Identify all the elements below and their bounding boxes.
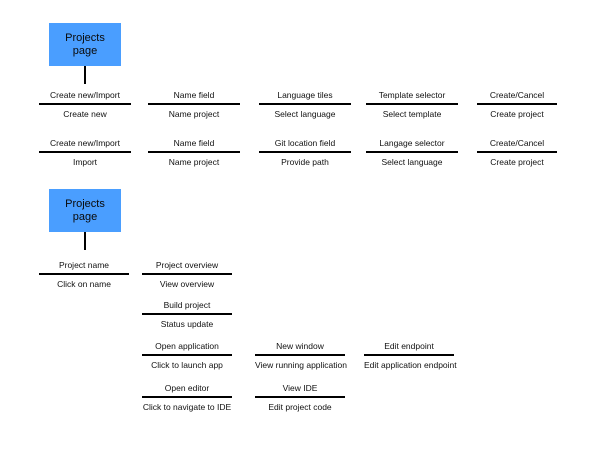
flow-step: Create/Cancel Create project — [477, 88, 557, 120]
flow-step: Name field Name project — [148, 136, 240, 168]
step-action-label: Create project — [490, 108, 544, 119]
step-action-label: Edit project code — [268, 401, 332, 412]
step-divider — [366, 151, 458, 153]
step-divider — [366, 103, 458, 105]
projects-page-box: Projects page — [49, 189, 121, 232]
step-divider — [255, 354, 345, 356]
step-divider — [477, 103, 557, 105]
step-element-label: Create/Cancel — [489, 90, 545, 100]
step-divider — [255, 396, 345, 398]
step-divider — [148, 151, 240, 153]
projects-page-box: Projects page — [49, 23, 121, 66]
step-action-label: Edit application endpoint — [364, 359, 457, 370]
step-element-label: Edit endpoint — [384, 341, 434, 351]
step-element-label: Create new/Import — [50, 90, 120, 100]
flow-step: Edit endpoint Edit application endpoint — [364, 339, 457, 371]
step-element-label: Build project — [163, 300, 211, 310]
step-action-label: Create new — [63, 108, 107, 119]
flow-step: Create new/Import Create new — [39, 88, 131, 120]
step-element-label: Create/Cancel — [489, 138, 545, 148]
step-element-label: Name field — [173, 90, 215, 100]
step-action-label: Create project — [490, 156, 544, 167]
step-action-label: Name project — [168, 108, 220, 119]
step-divider — [148, 103, 240, 105]
step-element-label: Langage selector — [379, 138, 445, 148]
flow-step: Langage selector Select language — [366, 136, 458, 168]
step-element-label: Project name — [58, 260, 110, 270]
flow-step: Project name Click on name — [39, 258, 129, 290]
step-divider — [259, 103, 351, 105]
step-divider — [142, 273, 232, 275]
connector-line — [84, 232, 86, 250]
flow-step: Open application Click to launch app — [142, 339, 232, 371]
connector-line — [84, 66, 86, 84]
step-action-label: Name project — [168, 156, 220, 167]
flow-step: Template selector Select template — [366, 88, 458, 120]
step-element-label: Git location field — [274, 138, 336, 148]
step-element-label: Template selector — [378, 90, 446, 100]
flow-step: View IDE Edit project code — [255, 381, 345, 413]
step-action-label: Select language — [381, 156, 443, 167]
step-element-label: New window — [276, 341, 324, 351]
step-divider — [39, 151, 131, 153]
step-divider — [364, 354, 454, 356]
step-action-label: Provide path — [281, 156, 329, 167]
step-action-label: View running application — [255, 359, 347, 370]
page-box-label-line1: Projects — [65, 197, 105, 210]
step-action-label: Click to launch app — [151, 359, 223, 370]
step-divider — [142, 354, 232, 356]
step-divider — [39, 273, 129, 275]
step-divider — [477, 151, 557, 153]
step-action-label: Click to navigate to IDE — [142, 401, 232, 412]
step-divider — [39, 103, 131, 105]
step-action-label: Select template — [382, 108, 442, 119]
page-box-label-line2: page — [72, 210, 98, 223]
step-divider — [259, 151, 351, 153]
step-divider — [142, 313, 232, 315]
flow-step: Name field Name project — [148, 88, 240, 120]
flow-step: Project overview View overview — [142, 258, 232, 290]
step-element-label: Open application — [155, 341, 219, 351]
step-element-label: View IDE — [282, 383, 318, 393]
step-action-label: Status update — [160, 318, 214, 329]
step-action-label: Select language — [274, 108, 336, 119]
step-element-label: Open editor — [164, 383, 210, 393]
flow-step: Create/Cancel Create project — [477, 136, 557, 168]
flow-step: Language tiles Select language — [259, 88, 351, 120]
step-element-label: Project overview — [155, 260, 219, 270]
flow-step: Open editor Click to navigate to IDE — [142, 381, 232, 413]
flow-step: New window View running application — [255, 339, 347, 371]
flow-step: Build project Status update — [142, 298, 232, 330]
step-divider — [142, 396, 232, 398]
step-action-label: Click on name — [57, 278, 111, 289]
flow-step: Git location field Provide path — [259, 136, 351, 168]
flow-step: Create new/Import Import — [39, 136, 131, 168]
step-element-label: Name field — [173, 138, 215, 148]
step-action-label: View overview — [159, 278, 215, 289]
page-box-label-line1: Projects — [65, 31, 105, 44]
step-element-label: Language tiles — [277, 90, 333, 100]
page-box-label-line2: page — [72, 44, 98, 57]
step-element-label: Create new/Import — [50, 138, 120, 148]
step-action-label: Import — [72, 156, 98, 167]
